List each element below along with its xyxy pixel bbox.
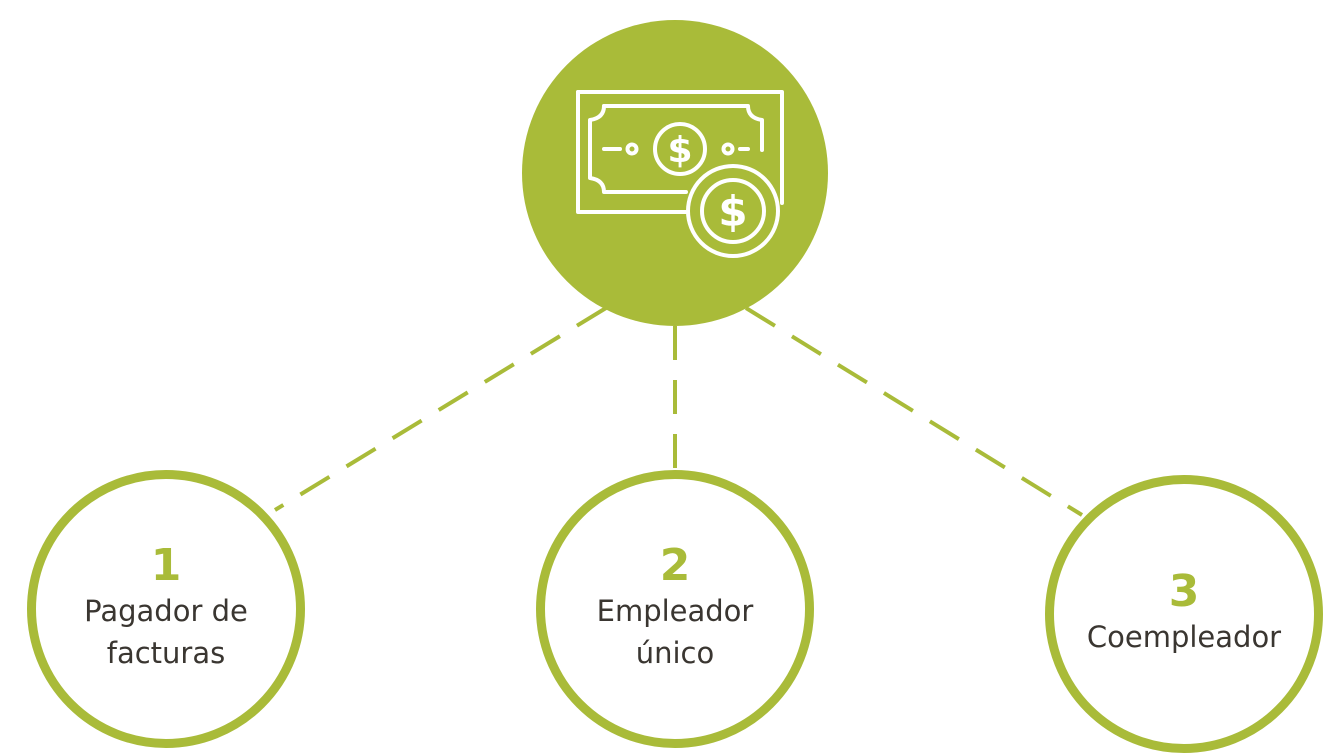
connector-line-3 (744, 306, 1084, 517)
money-bill-and-dollar-coin-icon: $ $ (576, 90, 784, 258)
node-label: Empleador único (596, 593, 754, 670)
connector-line-1 (273, 306, 608, 512)
node-empleador-unico: 2 Empleador único (536, 470, 814, 748)
node-label: Coempleador (1086, 619, 1282, 654)
node-number: 2 (659, 539, 691, 591)
central-hub: $ $ (522, 20, 828, 326)
node-coempleador: 3 Coempleador (1045, 475, 1323, 753)
node-number: 1 (150, 539, 182, 591)
node-pagador-de-facturas: 1 Pagador de facturas (27, 470, 305, 748)
node-label: Pagador de facturas (84, 593, 248, 670)
svg-text:$: $ (667, 130, 692, 171)
svg-text:$: $ (718, 187, 747, 236)
node-number: 3 (1168, 565, 1200, 617)
